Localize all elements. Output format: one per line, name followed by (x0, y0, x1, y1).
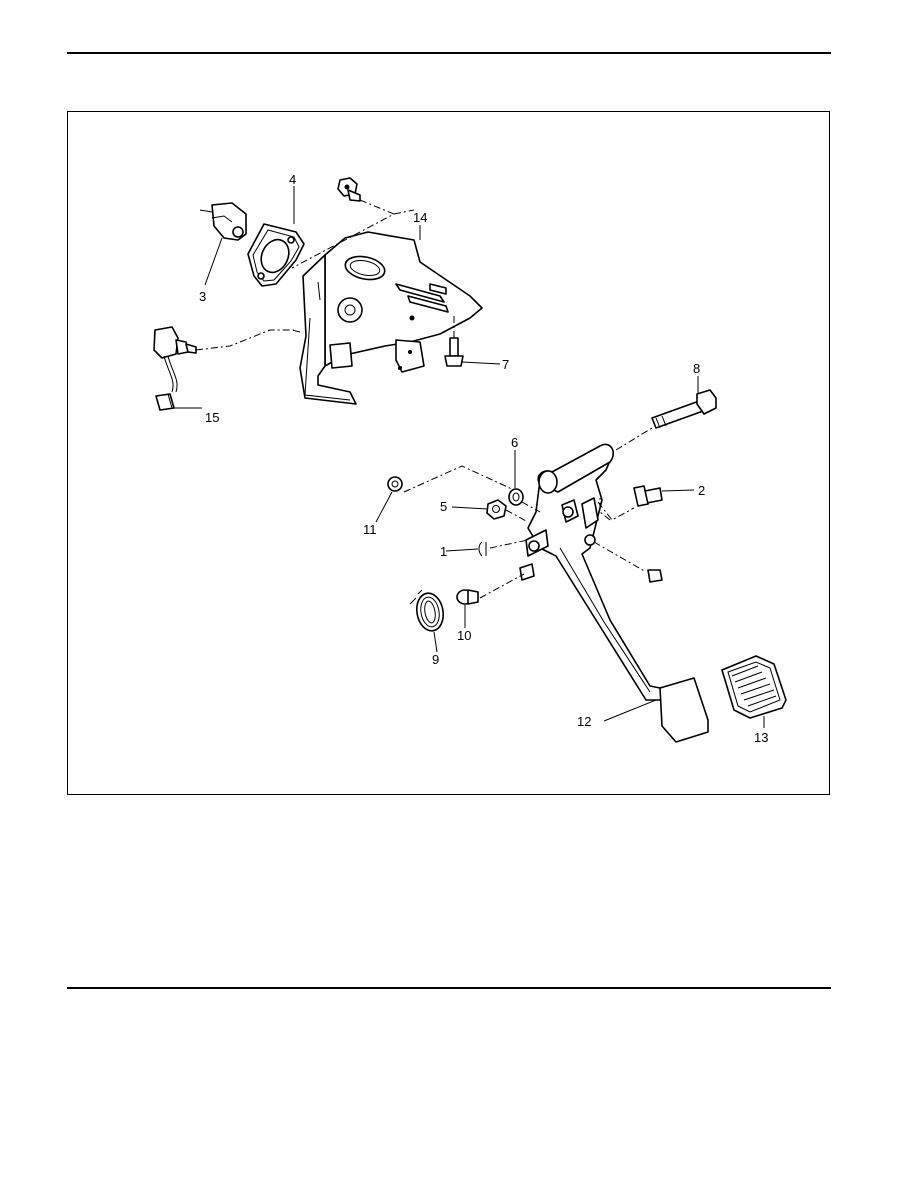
assembly-lines (195, 199, 653, 599)
part-11-bushing (387, 476, 403, 492)
part-3-clip (199, 202, 247, 241)
part-14-bracket (299, 231, 483, 405)
callout-15: 15 (205, 410, 219, 425)
callout-12: 12 (577, 714, 591, 729)
part-9-spring (409, 589, 445, 632)
footer-rule (67, 987, 831, 989)
callout-7: 7 (502, 357, 509, 372)
top-bolt (337, 177, 361, 202)
leader-lines (167, 186, 765, 728)
callout-4: 4 (289, 172, 296, 187)
part-12-pedal (519, 443, 709, 743)
stopper-stud (647, 569, 663, 583)
callout-2: 2 (698, 483, 705, 498)
callout-14: 14 (413, 210, 427, 225)
callout-5: 5 (440, 499, 447, 514)
part-13-pad (721, 655, 787, 719)
callout-6: 6 (511, 435, 518, 450)
part-5-nut (486, 499, 507, 520)
header-rule (67, 52, 831, 54)
part-10-bushing (456, 589, 479, 605)
callout-9: 9 (432, 652, 439, 667)
part-6-washer (508, 488, 524, 506)
part-8-bolt (651, 389, 717, 429)
callout-3: 3 (199, 289, 206, 304)
callout-1: 1 (440, 544, 447, 559)
part-7-bolt (444, 337, 464, 367)
callout-labels: 1 2 3 4 5 6 7 8 9 10 11 12 13 14 15 (199, 172, 768, 745)
callout-13: 13 (754, 730, 768, 745)
callout-11: 11 (363, 522, 377, 537)
callout-8: 8 (693, 361, 700, 376)
callout-10: 10 (457, 628, 471, 643)
part-4-gasket (247, 223, 305, 287)
part-1-pin (478, 541, 487, 557)
part-15-switch (153, 326, 197, 411)
figure-frame (67, 111, 830, 795)
part-2-bolt (633, 485, 663, 507)
